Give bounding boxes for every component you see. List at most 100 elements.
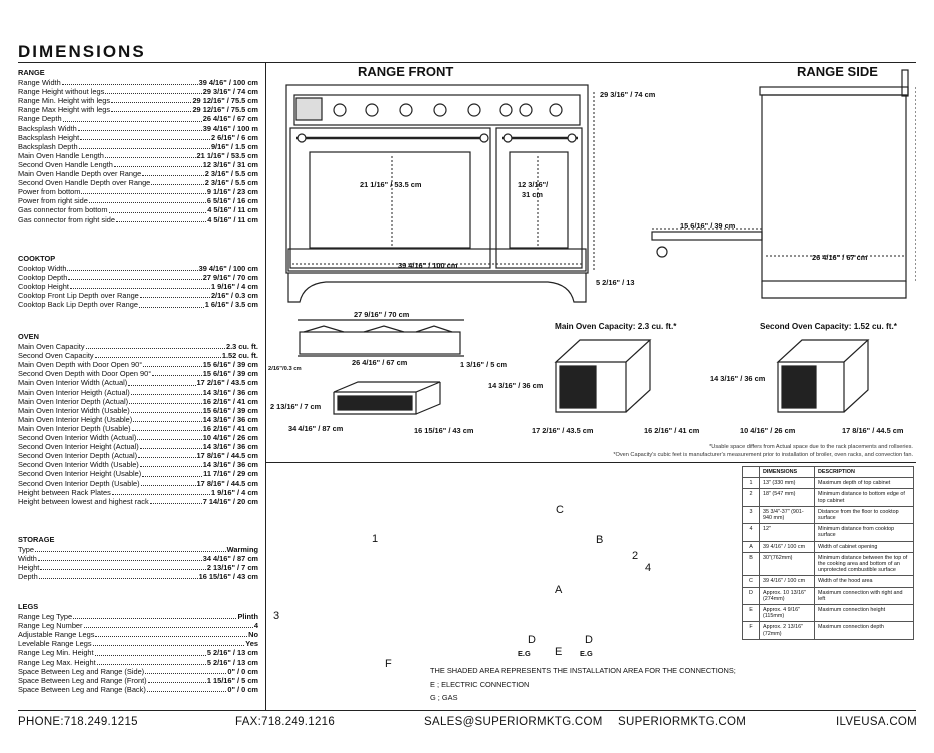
- spec-value: 9/16" / 1.5 cm: [210, 141, 258, 151]
- spec-label: Depth: [18, 572, 38, 582]
- oven-row: Main Oven Interior Height (Usable)14 3/1…: [18, 415, 258, 424]
- knob-5: [467, 103, 481, 117]
- oven-heading: OVEN: [18, 332, 39, 341]
- spec-label: Range Depth: [18, 114, 62, 124]
- spec-label: Main Oven Interior Depth (Usable): [18, 423, 131, 433]
- spec-label: Cooktop Back Lip Depth over Range: [18, 300, 138, 310]
- row-key: B: [742, 551, 760, 577]
- row-dimension: Approx. 2 13/16" (72mm): [759, 621, 815, 640]
- spec-value: Plinth: [237, 612, 258, 622]
- leader-dots: [40, 563, 206, 571]
- row-description: Width of the hood area: [814, 575, 914, 588]
- footer-brand-website[interactable]: ILVEUSA.COM: [836, 716, 918, 728]
- spec-value: 34 4/16" / 87 cm: [202, 554, 258, 564]
- leader-dots: [140, 479, 196, 486]
- footer-email[interactable]: SALES@SUPERIORMKTG.COM: [424, 716, 603, 728]
- side-depth-label: 26 4/16" / 67 cm: [812, 253, 868, 262]
- spec-label: Second Oven Handle Depth over Range: [18, 178, 151, 188]
- leader-dots: [104, 151, 196, 158]
- spec-value: 16 2/16" / 41 cm: [202, 423, 258, 433]
- spec-value: 5 2/16" / 13 cm: [206, 657, 258, 667]
- spec-label: Second Oven Capacity: [18, 351, 94, 361]
- footer-website[interactable]: SUPERIORMKTG.COM: [618, 716, 747, 728]
- spec-label: Main Oven Interior Depth (Actual): [18, 396, 129, 406]
- leader-dots: [113, 160, 202, 168]
- range-front-heading: RANGE FRONT: [358, 64, 454, 79]
- leader-dots: [111, 96, 192, 104]
- spec-value: 14 3/16" / 36 cm: [202, 414, 258, 424]
- row-key: C: [742, 575, 760, 588]
- leader-dots: [143, 360, 202, 368]
- marker-d-left: D: [528, 634, 536, 646]
- leader-dots: [151, 178, 204, 186]
- spec-value: 11 7/16" / 29 cm: [203, 469, 258, 479]
- cooktop-drawing: [299, 331, 461, 355]
- row-description: Minimum distance to bottom edge of top c…: [814, 488, 914, 507]
- marker-1: 1: [372, 533, 379, 545]
- knob-4: [433, 103, 447, 117]
- spec-value: 0" / 0 cm: [227, 684, 258, 694]
- second-handle-label-a: 12 3/16"/: [518, 180, 549, 189]
- spec-value: 4: [253, 621, 258, 631]
- spec-label: Range Leg Number: [18, 621, 83, 631]
- spec-label: Space Between Leg and Range (Front): [18, 675, 147, 685]
- second-handle-label-b: 31 cm: [522, 190, 543, 199]
- spec-label: Height between Rack Plates: [18, 487, 111, 497]
- leader-dots: [67, 264, 198, 272]
- main-interior-depth-label: 16 2/16" / 41 cm: [644, 426, 700, 435]
- leader-dots: [92, 639, 245, 647]
- spec-label: Second Oven Interior Height (Usable): [18, 469, 142, 479]
- spec-label: Range Height without legs: [18, 87, 105, 97]
- second-interior-height-label: 14 3/16" / 36 cm: [710, 374, 766, 383]
- spec-value: 2 3/16" / 5.5 cm: [204, 178, 258, 188]
- spec-label: Height between lowest and highest rack: [18, 496, 149, 506]
- spec-label: Levelable Range Legs: [18, 639, 92, 649]
- row-description: Maximum connection height: [814, 604, 914, 623]
- spec-value: 5 2/16" / 13 cm: [206, 648, 258, 658]
- spec-label: Second Oven Depth with Door Open 90°: [18, 369, 152, 379]
- storage-heading: STORAGE: [18, 535, 55, 544]
- leader-dots: [133, 415, 202, 422]
- oven-row: Main Oven Interior Depth (Usable) 16 2/16…: [18, 424, 258, 433]
- leg-height-label: 5 2/16" / 13: [596, 278, 635, 287]
- spec-value: 1 9/16" / 4 cm: [210, 282, 258, 292]
- row-key: A: [742, 540, 760, 553]
- spec-value: 12 3/16" / 31 cm: [202, 159, 258, 169]
- row-description: Distance from the floor to cooktop surfa…: [814, 505, 914, 525]
- row-key: 3: [742, 505, 760, 525]
- range-front-outline: [285, 84, 589, 274]
- marker-f: F: [385, 658, 392, 670]
- range-side-outline: [761, 94, 907, 282]
- spec-label: Second Oven Interior Width (Usable): [18, 460, 139, 470]
- knob-6: [499, 103, 513, 117]
- spec-label: Range Width: [18, 78, 61, 88]
- section-divider: [266, 462, 916, 463]
- row-dimension: 18" (547 mm): [759, 488, 815, 507]
- install-note-1: THE SHADED AREA REPRESENTS THE INSTALLAT…: [430, 666, 736, 675]
- legs-row: Space Between Leg and Range (Back)0" / 0…: [18, 685, 258, 694]
- dimensions-col-header: DIMENSIONS: [759, 465, 815, 479]
- oven-row: Main Oven Depth with Door Open 90°15 6/1…: [18, 360, 258, 369]
- spec-value: 29 3/16" / 74 cm: [202, 87, 258, 97]
